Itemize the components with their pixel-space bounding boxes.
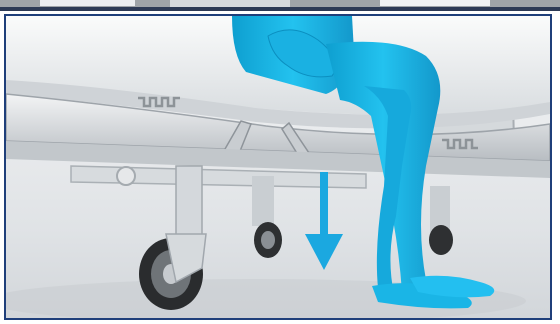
main-image <box>4 14 552 320</box>
hospital-bed-scene <box>6 16 550 318</box>
